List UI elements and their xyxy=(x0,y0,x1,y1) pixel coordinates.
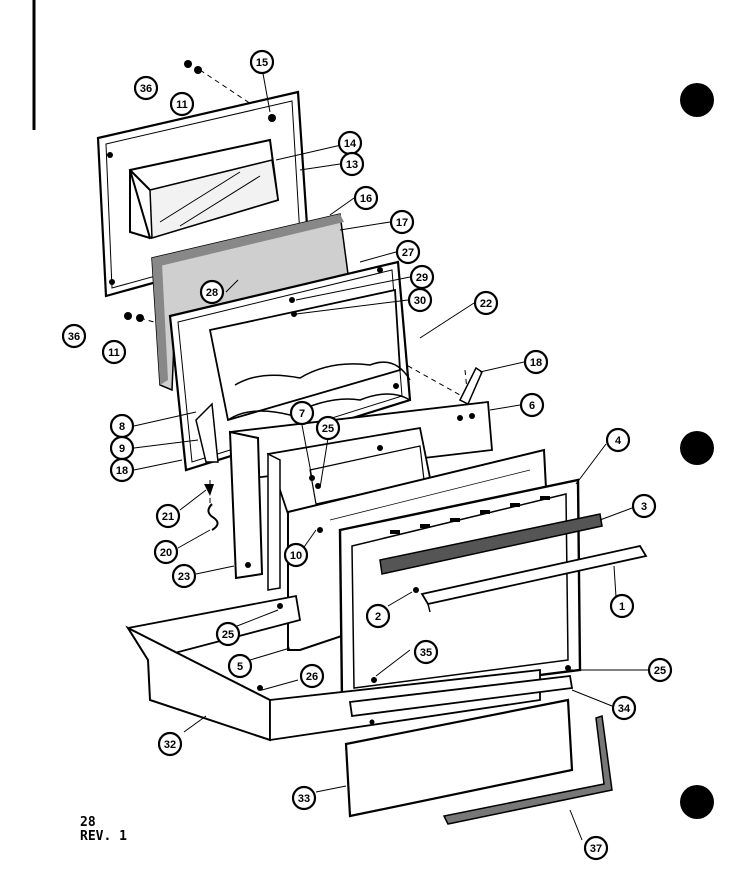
part-inner-panel xyxy=(266,426,434,591)
svg-text:8: 8 xyxy=(119,421,125,433)
svg-text:25: 25 xyxy=(322,423,334,435)
svg-text:20: 20 xyxy=(160,547,172,559)
callout-25-right: 25 xyxy=(647,657,673,683)
svg-text:29: 29 xyxy=(416,272,428,284)
callout-29: 29 xyxy=(409,264,435,290)
part-insulation-pad xyxy=(208,288,411,422)
svg-text:11: 11 xyxy=(108,347,120,359)
svg-text:25: 25 xyxy=(654,665,666,677)
part-side-rail xyxy=(442,715,613,825)
svg-text:14: 14 xyxy=(344,138,357,150)
svg-text:23: 23 xyxy=(178,571,190,583)
callout-21: 21 xyxy=(155,503,181,529)
callout-27: 27 xyxy=(395,239,421,265)
svg-text:30: 30 xyxy=(414,295,426,307)
svg-text:15: 15 xyxy=(256,57,268,69)
revision-label: REV. 1 xyxy=(80,829,127,844)
svg-text:22: 22 xyxy=(480,298,492,310)
page-edge-marks xyxy=(32,0,714,819)
callout-5: 5 xyxy=(227,653,253,679)
svg-text:21: 21 xyxy=(162,511,174,523)
svg-text:34: 34 xyxy=(618,703,631,715)
callout-leaders xyxy=(133,67,648,841)
callout-35: 35 xyxy=(413,639,439,665)
svg-text:4: 4 xyxy=(615,435,622,447)
callout-32: 32 xyxy=(157,731,183,757)
svg-text:36: 36 xyxy=(68,331,80,343)
callout-9: 9 xyxy=(109,435,135,461)
callout-4: 4 xyxy=(605,427,631,453)
svg-text:13: 13 xyxy=(346,159,358,171)
svg-text:28: 28 xyxy=(206,287,218,299)
svg-text:5: 5 xyxy=(237,661,243,673)
callout-33: 33 xyxy=(291,785,317,811)
callout-36-top: 36 xyxy=(133,75,159,101)
svg-text:32: 32 xyxy=(164,739,176,751)
part-bottom-trim xyxy=(348,675,574,718)
callout-23: 23 xyxy=(171,563,197,589)
page-footer: 28 REV. 1 xyxy=(80,816,127,844)
svg-text:27: 27 xyxy=(402,247,414,259)
callout-11-top: 11 xyxy=(169,91,195,117)
callout-11-mid: 11 xyxy=(101,339,127,365)
svg-text:18: 18 xyxy=(116,465,128,477)
callout-16: 16 xyxy=(353,185,379,211)
callout-3: 3 xyxy=(631,493,657,519)
svg-text:11: 11 xyxy=(176,99,188,111)
callout-10: 10 xyxy=(283,542,309,568)
callout-17: 17 xyxy=(389,209,415,235)
callout-8: 8 xyxy=(109,413,135,439)
callout-25-upper: 25 xyxy=(315,415,341,441)
page-number: 28 xyxy=(80,815,96,830)
callout-18-left: 18 xyxy=(109,457,135,483)
svg-text:18: 18 xyxy=(530,357,542,369)
callout-20: 20 xyxy=(153,539,179,565)
svg-text:35: 35 xyxy=(420,647,432,659)
svg-text:9: 9 xyxy=(119,443,125,455)
svg-text:16: 16 xyxy=(360,193,372,205)
hardware-screws xyxy=(124,60,571,725)
part-vent-strip xyxy=(379,513,603,575)
callout-14: 14 xyxy=(337,130,363,156)
svg-text:1: 1 xyxy=(619,601,625,613)
callout-13: 13 xyxy=(339,151,365,177)
callout-34: 34 xyxy=(611,695,637,721)
callout-22: 22 xyxy=(473,290,499,316)
svg-text:25: 25 xyxy=(222,629,234,641)
callout-7: 7 xyxy=(289,400,315,426)
svg-text:37: 37 xyxy=(590,843,602,855)
part-door-handle xyxy=(420,544,648,613)
svg-text:6: 6 xyxy=(529,400,535,412)
svg-text:36: 36 xyxy=(140,83,152,95)
callout-6: 6 xyxy=(519,392,545,418)
part-kick-panel xyxy=(344,698,574,818)
svg-text:33: 33 xyxy=(298,793,310,805)
callout-26: 26 xyxy=(299,663,325,689)
callout-30: 30 xyxy=(407,287,433,313)
svg-text:2: 2 xyxy=(375,611,381,623)
svg-text:26: 26 xyxy=(306,671,318,683)
part-window-glass xyxy=(128,138,280,240)
callout-28: 28 xyxy=(199,279,225,305)
callout-15: 15 xyxy=(249,49,275,75)
callout-37: 37 xyxy=(583,835,609,861)
callout-2: 2 xyxy=(365,603,391,629)
callout-18-right: 18 xyxy=(523,349,549,375)
callout-36-mid: 36 xyxy=(61,323,87,349)
svg-text:3: 3 xyxy=(641,501,647,513)
svg-text:17: 17 xyxy=(396,217,408,229)
callout-1: 1 xyxy=(609,593,635,619)
svg-text:10: 10 xyxy=(290,550,302,562)
callout-25-left: 25 xyxy=(215,621,241,647)
svg-text:7: 7 xyxy=(299,408,305,420)
